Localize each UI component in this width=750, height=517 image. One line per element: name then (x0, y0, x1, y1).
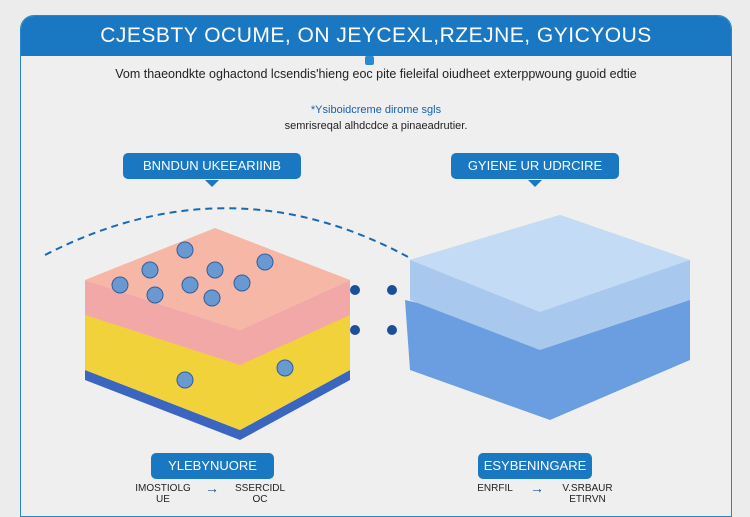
left-to-text: SSERCIDL OC (234, 483, 285, 505)
skin-layer-block (85, 228, 350, 440)
left-bottom-label: YLEBYNUORE (151, 453, 274, 479)
right-panel-label: GYIENE UR UDRCIRE (451, 153, 619, 187)
right-bottom-label: ESYBENINGARE (478, 453, 592, 479)
left-panel-label: BNNDUN UKEEARIINB (123, 153, 301, 187)
medical-cross-icon (365, 56, 374, 65)
right-to-text: V.SRBAUR ETIRVN (562, 483, 613, 505)
exchange-icons (350, 285, 397, 335)
subtitle: Vom thaeondkte oghactond lcsendis'hieng … (115, 67, 637, 81)
description: semrisreqal alhdcdce a pinaeadrutier. (284, 120, 468, 132)
right-from-text: ENRFIL (477, 483, 513, 494)
blue-caption: *Ysiboidcreme dirome sgls (310, 104, 442, 116)
dashed-arc (44, 207, 411, 259)
arrow-right-icon: → (205, 480, 219, 496)
gel-layer-block (405, 215, 690, 420)
illustration (44, 56, 690, 440)
left-from-text: IMOSTIOLG UE (135, 483, 191, 505)
arrow-right-icon: → (530, 480, 544, 496)
title-bar: CJESBTY OCUME, ON JEYCEXL,RZEJNE, GYICYO… (21, 16, 731, 56)
